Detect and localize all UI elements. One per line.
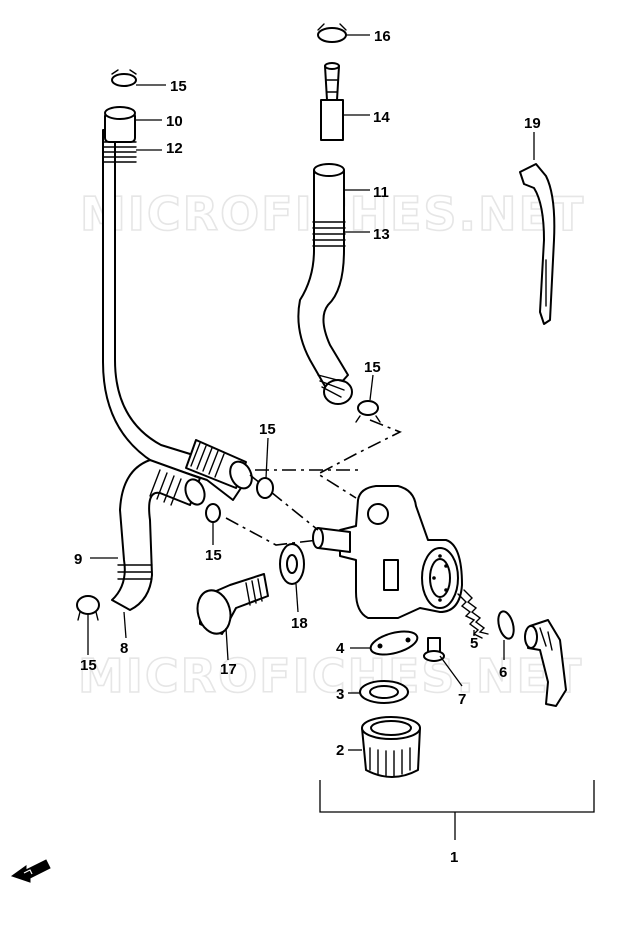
callout-2: 2 [336, 742, 344, 759]
callout-15-lower-middle: 15 [205, 547, 222, 564]
hose-clip-mid-right [355, 400, 381, 423]
callout-18: 18 [291, 615, 308, 632]
hose-clip-upper-left [111, 69, 137, 87]
hose-clip-lower-middle [205, 503, 221, 523]
callout-19: 19 [524, 115, 541, 132]
sealing-washer [279, 543, 305, 585]
callout-3: 3 [336, 686, 344, 703]
callout-9: 9 [74, 551, 82, 568]
assembly-bracket [319, 780, 595, 813]
lever-plate [369, 630, 419, 656]
callout-15-mid-left: 15 [259, 421, 276, 438]
callout-5: 5 [470, 635, 478, 652]
hose-strap [519, 163, 556, 325]
sediment-cup [361, 716, 421, 778]
callout-12: 12 [166, 140, 183, 157]
callout-13: 13 [373, 226, 390, 243]
elbow-hose [111, 459, 206, 611]
hose-clip-lower-left [76, 595, 100, 621]
watermark-bottom: MICROFICHES.NET [78, 649, 583, 703]
assembly-center-lines [225, 419, 402, 546]
callout-4: 4 [336, 640, 345, 657]
callout-15-mid-right: 15 [364, 359, 381, 376]
plate-screw [423, 637, 445, 662]
callout-10: 10 [166, 113, 183, 130]
callout-8: 8 [120, 640, 128, 657]
union-bolt [196, 573, 269, 635]
upper-fuel-hose [297, 163, 353, 405]
callout-11: 11 [373, 184, 389, 201]
leader-lines [87, 34, 535, 751]
hose-fitting [320, 62, 344, 141]
callout-15-lower-left: 15 [80, 657, 97, 674]
callout-16: 16 [374, 28, 391, 45]
valve-spring [457, 589, 489, 639]
fuel-cock-lever [524, 619, 567, 707]
callout-labels: 16 15 10 12 14 11 13 19 15 15 15 9 8 15 … [74, 28, 541, 866]
lever-o-ring [497, 610, 515, 640]
hose-clip-mid-left [256, 477, 274, 499]
callout-1: 1 [450, 849, 458, 866]
callout-14: 14 [373, 109, 390, 126]
long-fuel-hose [102, 106, 253, 501]
fuel-cock-body [312, 485, 463, 619]
callout-17: 17 [220, 661, 237, 678]
cup-gasket [359, 680, 409, 704]
hose-clip-top [317, 23, 347, 43]
callout-7: 7 [458, 691, 466, 708]
front-direction-arrow-icon [10, 859, 51, 883]
callout-15-top: 15 [170, 78, 187, 95]
callout-6: 6 [499, 664, 507, 681]
